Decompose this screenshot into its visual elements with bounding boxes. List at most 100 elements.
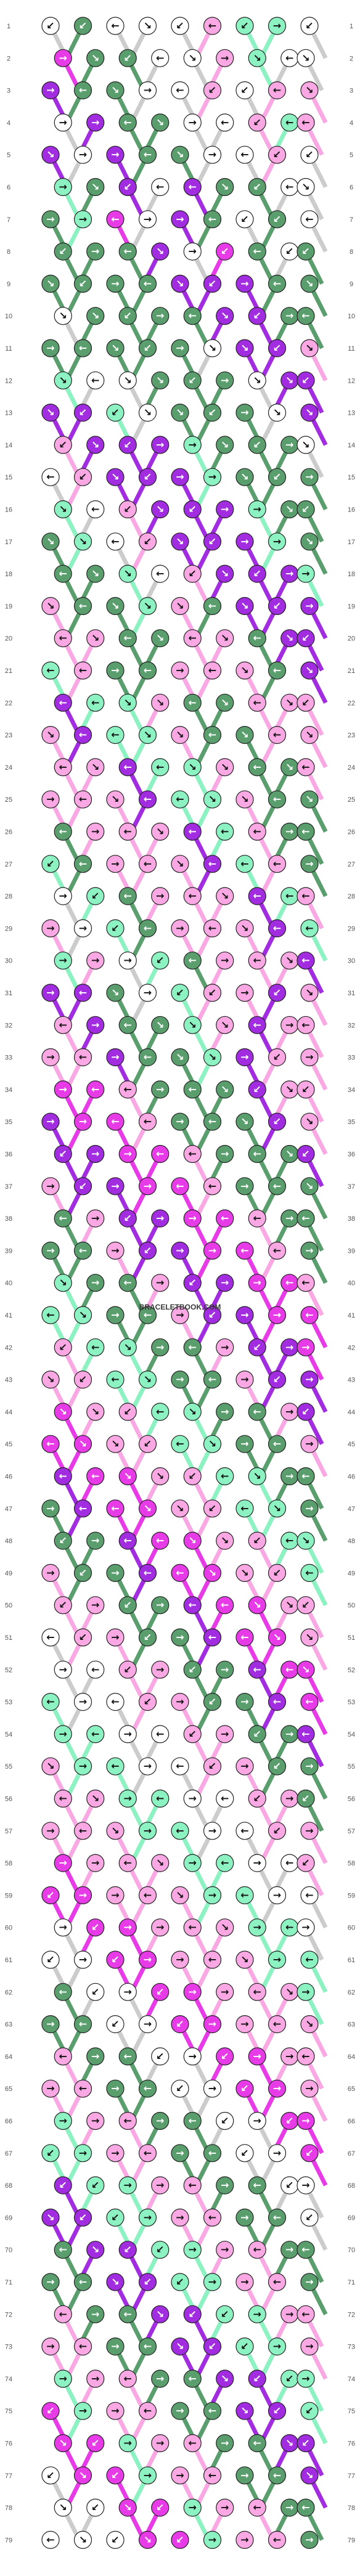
knot[interactable]: ↘ <box>280 1080 299 1099</box>
knot[interactable]: → <box>268 2144 287 2162</box>
knot[interactable]: ← <box>280 1854 299 1872</box>
knot[interactable]: ↙ <box>248 436 266 454</box>
knot[interactable]: → <box>203 1886 222 1904</box>
knot[interactable]: ← <box>73 790 92 809</box>
knot[interactable]: ↘ <box>300 1177 319 1196</box>
knot[interactable]: ↘ <box>300 403 319 422</box>
knot[interactable]: → <box>300 1241 319 1260</box>
knot[interactable]: ← <box>138 1563 157 1582</box>
knot[interactable]: → <box>235 403 254 422</box>
knot[interactable]: ← <box>41 2530 60 2549</box>
knot[interactable]: ↘ <box>248 371 266 389</box>
knot[interactable]: → <box>86 242 105 261</box>
knot[interactable]: → <box>300 2530 319 2549</box>
knot[interactable]: ← <box>183 2111 202 2130</box>
knot[interactable]: → <box>41 210 60 229</box>
knot[interactable]: ↘ <box>203 1563 222 1582</box>
knot[interactable]: ↙ <box>235 210 254 229</box>
knot[interactable]: ← <box>268 2208 287 2227</box>
knot[interactable]: ← <box>54 758 72 776</box>
knot[interactable]: → <box>235 1693 254 1711</box>
knot[interactable]: → <box>41 1563 60 1582</box>
knot[interactable]: ↘ <box>86 1403 105 1421</box>
knot[interactable]: ← <box>171 1435 189 1453</box>
knot[interactable]: ↙ <box>248 1789 266 1808</box>
knot[interactable]: ↘ <box>268 1499 287 1518</box>
knot[interactable]: ← <box>106 1499 125 1518</box>
knot[interactable]: ↙ <box>297 2434 315 2453</box>
knot[interactable]: ↘ <box>203 1435 222 1453</box>
knot[interactable]: ↘ <box>86 1789 105 1808</box>
knot[interactable]: ← <box>280 1918 299 1937</box>
knot[interactable]: ← <box>54 2305 72 2323</box>
knot[interactable]: ← <box>73 339 92 357</box>
knot[interactable]: → <box>151 887 170 905</box>
knot[interactable]: → <box>297 1983 315 2001</box>
knot[interactable]: ← <box>216 113 234 132</box>
knot[interactable]: → <box>216 500 234 519</box>
knot[interactable]: → <box>171 468 189 486</box>
knot[interactable]: → <box>118 2176 137 2195</box>
knot[interactable]: ← <box>138 274 157 293</box>
knot[interactable]: ↙ <box>118 177 137 197</box>
knot[interactable]: → <box>216 1338 234 1356</box>
knot[interactable]: → <box>280 2047 299 2066</box>
knot[interactable]: → <box>268 532 287 551</box>
knot[interactable]: ↘ <box>171 403 189 422</box>
knot[interactable]: → <box>235 2530 254 2549</box>
knot[interactable]: ↙ <box>73 1628 92 1647</box>
knot[interactable]: ← <box>183 1338 202 1356</box>
knot[interactable]: ← <box>300 1950 319 1969</box>
knot[interactable]: ↘ <box>118 2498 137 2517</box>
knot[interactable]: ← <box>248 2176 266 2195</box>
knot[interactable]: ↘ <box>41 1757 60 1775</box>
knot[interactable]: ← <box>216 822 234 841</box>
knot[interactable]: ↙ <box>138 1435 157 1453</box>
knot[interactable]: ↘ <box>235 339 254 357</box>
knot[interactable]: → <box>106 2402 125 2420</box>
knot[interactable]: ↘ <box>73 2530 92 2549</box>
knot[interactable]: → <box>216 1144 234 1164</box>
knot[interactable]: ← <box>248 2241 266 2259</box>
knot[interactable]: ← <box>54 2047 72 2066</box>
knot[interactable]: ↘ <box>86 307 105 325</box>
knot[interactable]: ← <box>268 855 287 873</box>
knot[interactable]: ← <box>86 500 105 519</box>
knot[interactable]: ↘ <box>248 1467 266 1486</box>
knot[interactable]: ← <box>41 1628 60 1647</box>
knot[interactable]: ← <box>203 210 222 229</box>
knot[interactable]: ← <box>235 855 254 873</box>
knot[interactable]: ↙ <box>73 17 92 35</box>
knot[interactable]: → <box>300 468 319 486</box>
knot[interactable]: → <box>118 1983 137 2001</box>
knot[interactable]: ↘ <box>118 565 137 583</box>
knot[interactable]: ↙ <box>183 1467 202 1486</box>
knot[interactable]: ↘ <box>151 1467 170 1486</box>
knot[interactable]: ↙ <box>297 1144 315 1164</box>
knot[interactable]: → <box>138 984 157 1002</box>
knot[interactable]: ← <box>54 822 72 841</box>
knot[interactable]: ↙ <box>203 2338 222 2356</box>
knot[interactable]: → <box>41 790 60 809</box>
knot[interactable]: ↘ <box>280 2434 299 2453</box>
knot[interactable]: → <box>54 49 72 67</box>
knot[interactable]: → <box>86 1016 105 1034</box>
knot[interactable]: ← <box>248 758 266 776</box>
knot[interactable]: → <box>118 952 137 970</box>
knot[interactable]: ← <box>280 887 299 905</box>
knot[interactable]: ↘ <box>183 49 202 67</box>
knot[interactable]: ↘ <box>151 242 170 261</box>
knot[interactable]: ↘ <box>41 274 60 293</box>
knot[interactable]: ↙ <box>86 2434 105 2453</box>
knot[interactable]: ↙ <box>138 468 157 486</box>
knot[interactable]: ↘ <box>171 2338 189 2356</box>
knot[interactable]: → <box>138 210 157 229</box>
knot[interactable]: ↙ <box>183 1274 202 1292</box>
knot[interactable]: → <box>41 1241 60 1260</box>
knot[interactable]: ← <box>183 2434 202 2453</box>
knot[interactable]: → <box>171 919 189 938</box>
knot[interactable]: ↙ <box>268 1371 287 1389</box>
knot[interactable]: ↙ <box>297 629 315 648</box>
knot[interactable]: → <box>54 1918 72 1937</box>
knot[interactable]: ← <box>106 210 125 229</box>
